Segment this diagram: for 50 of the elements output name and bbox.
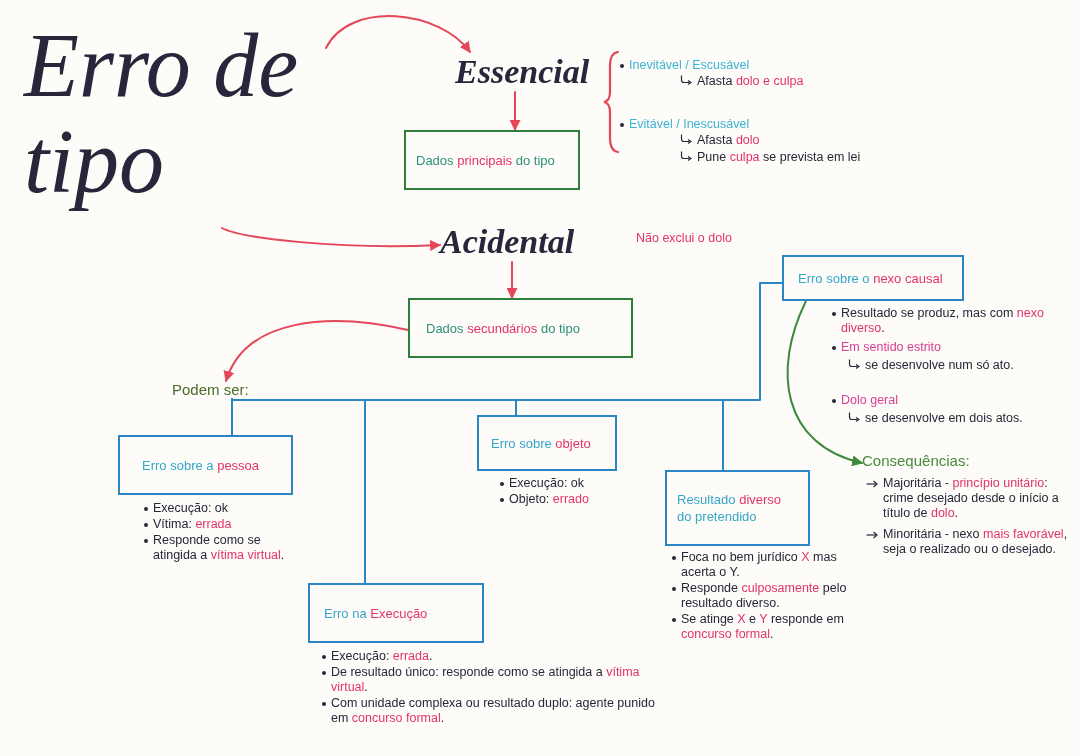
box-label: Erro sobre a pessoa bbox=[142, 456, 260, 474]
box-label: Erro na Execução bbox=[324, 604, 428, 622]
note-text: Em sentido estrito bbox=[841, 340, 942, 355]
arrow bbox=[509, 91, 521, 132]
note-text: Execução: errada. bbox=[331, 649, 433, 664]
process-box bbox=[404, 130, 580, 190]
note-text: Com unidade complexa ou resultado duplo: agente punido em concurso formal. bbox=[331, 696, 656, 726]
subheading-text: Podem ser: bbox=[172, 381, 249, 399]
note-text: Foca no bem jurídico X mas acerta o Y. bbox=[681, 550, 838, 580]
box-label: Dados secundários do tipo bbox=[426, 319, 580, 337]
note-text: Afasta dolo bbox=[697, 133, 760, 148]
note-text: se desenvolve num só ato. bbox=[865, 358, 1014, 373]
note-text: Dolo geral bbox=[841, 393, 898, 408]
arrow bbox=[221, 227, 442, 251]
process-box bbox=[408, 298, 633, 358]
note-text: Se atinge X e Y responde em concurso formal. bbox=[681, 612, 845, 642]
process-box bbox=[477, 415, 617, 471]
note-text: Vítima: errada bbox=[153, 517, 232, 532]
process-box bbox=[782, 255, 964, 301]
box-label: Dados principais do tipo bbox=[416, 151, 555, 169]
note-text: Resultado se produz, mas com nexo diverso. bbox=[841, 306, 1045, 336]
note-text: Execução: ok bbox=[153, 501, 229, 516]
note-text: Pune culpa se prevista em lei bbox=[697, 150, 861, 165]
arrow bbox=[325, 15, 471, 53]
note-text: Não exclui o dolo bbox=[636, 231, 732, 246]
box-label: Erro sobre objeto bbox=[491, 434, 591, 452]
process-box bbox=[118, 435, 293, 495]
heading-text: Acidental bbox=[440, 222, 579, 262]
note-text: Minoritária - nexo mais favorável, seja o realizado ou o desejado. bbox=[883, 527, 1069, 557]
note-text: Evitável / Inescusável bbox=[629, 117, 750, 132]
process-box bbox=[665, 470, 810, 546]
note-text: Majoritária - princípio unitário: crime desejado desde o início a título de dolo. bbox=[883, 476, 1060, 521]
arrow bbox=[224, 320, 409, 382]
arrow bbox=[506, 261, 518, 300]
note-text: Afasta dolo e culpa bbox=[697, 74, 804, 89]
note-text: Responde como se atingida a vítima virtual. bbox=[153, 533, 286, 563]
note-text: Execução: ok bbox=[509, 476, 585, 491]
note-text: De resultado único: responde como se atingida a vítima virtual. bbox=[331, 665, 641, 695]
subheading-text: Consequências: bbox=[862, 452, 970, 470]
box-label: Resultado diverso do pretendido bbox=[677, 491, 783, 525]
note-text: Objeto: errado bbox=[509, 492, 589, 507]
note-text: Responde culposamente pelo resultado diverso. bbox=[681, 581, 847, 611]
note-text: Inevitável / Escusável bbox=[629, 58, 750, 73]
box-label: Erro sobre o nexo causal bbox=[798, 269, 943, 287]
note-text: se desenvolve em dois atos. bbox=[865, 411, 1023, 426]
process-box bbox=[308, 583, 484, 643]
title-text: Erro de tipo bbox=[24, 18, 326, 228]
connector-line bbox=[231, 398, 233, 436]
arrow bbox=[786, 300, 864, 466]
heading-text: Essencial bbox=[455, 52, 594, 92]
